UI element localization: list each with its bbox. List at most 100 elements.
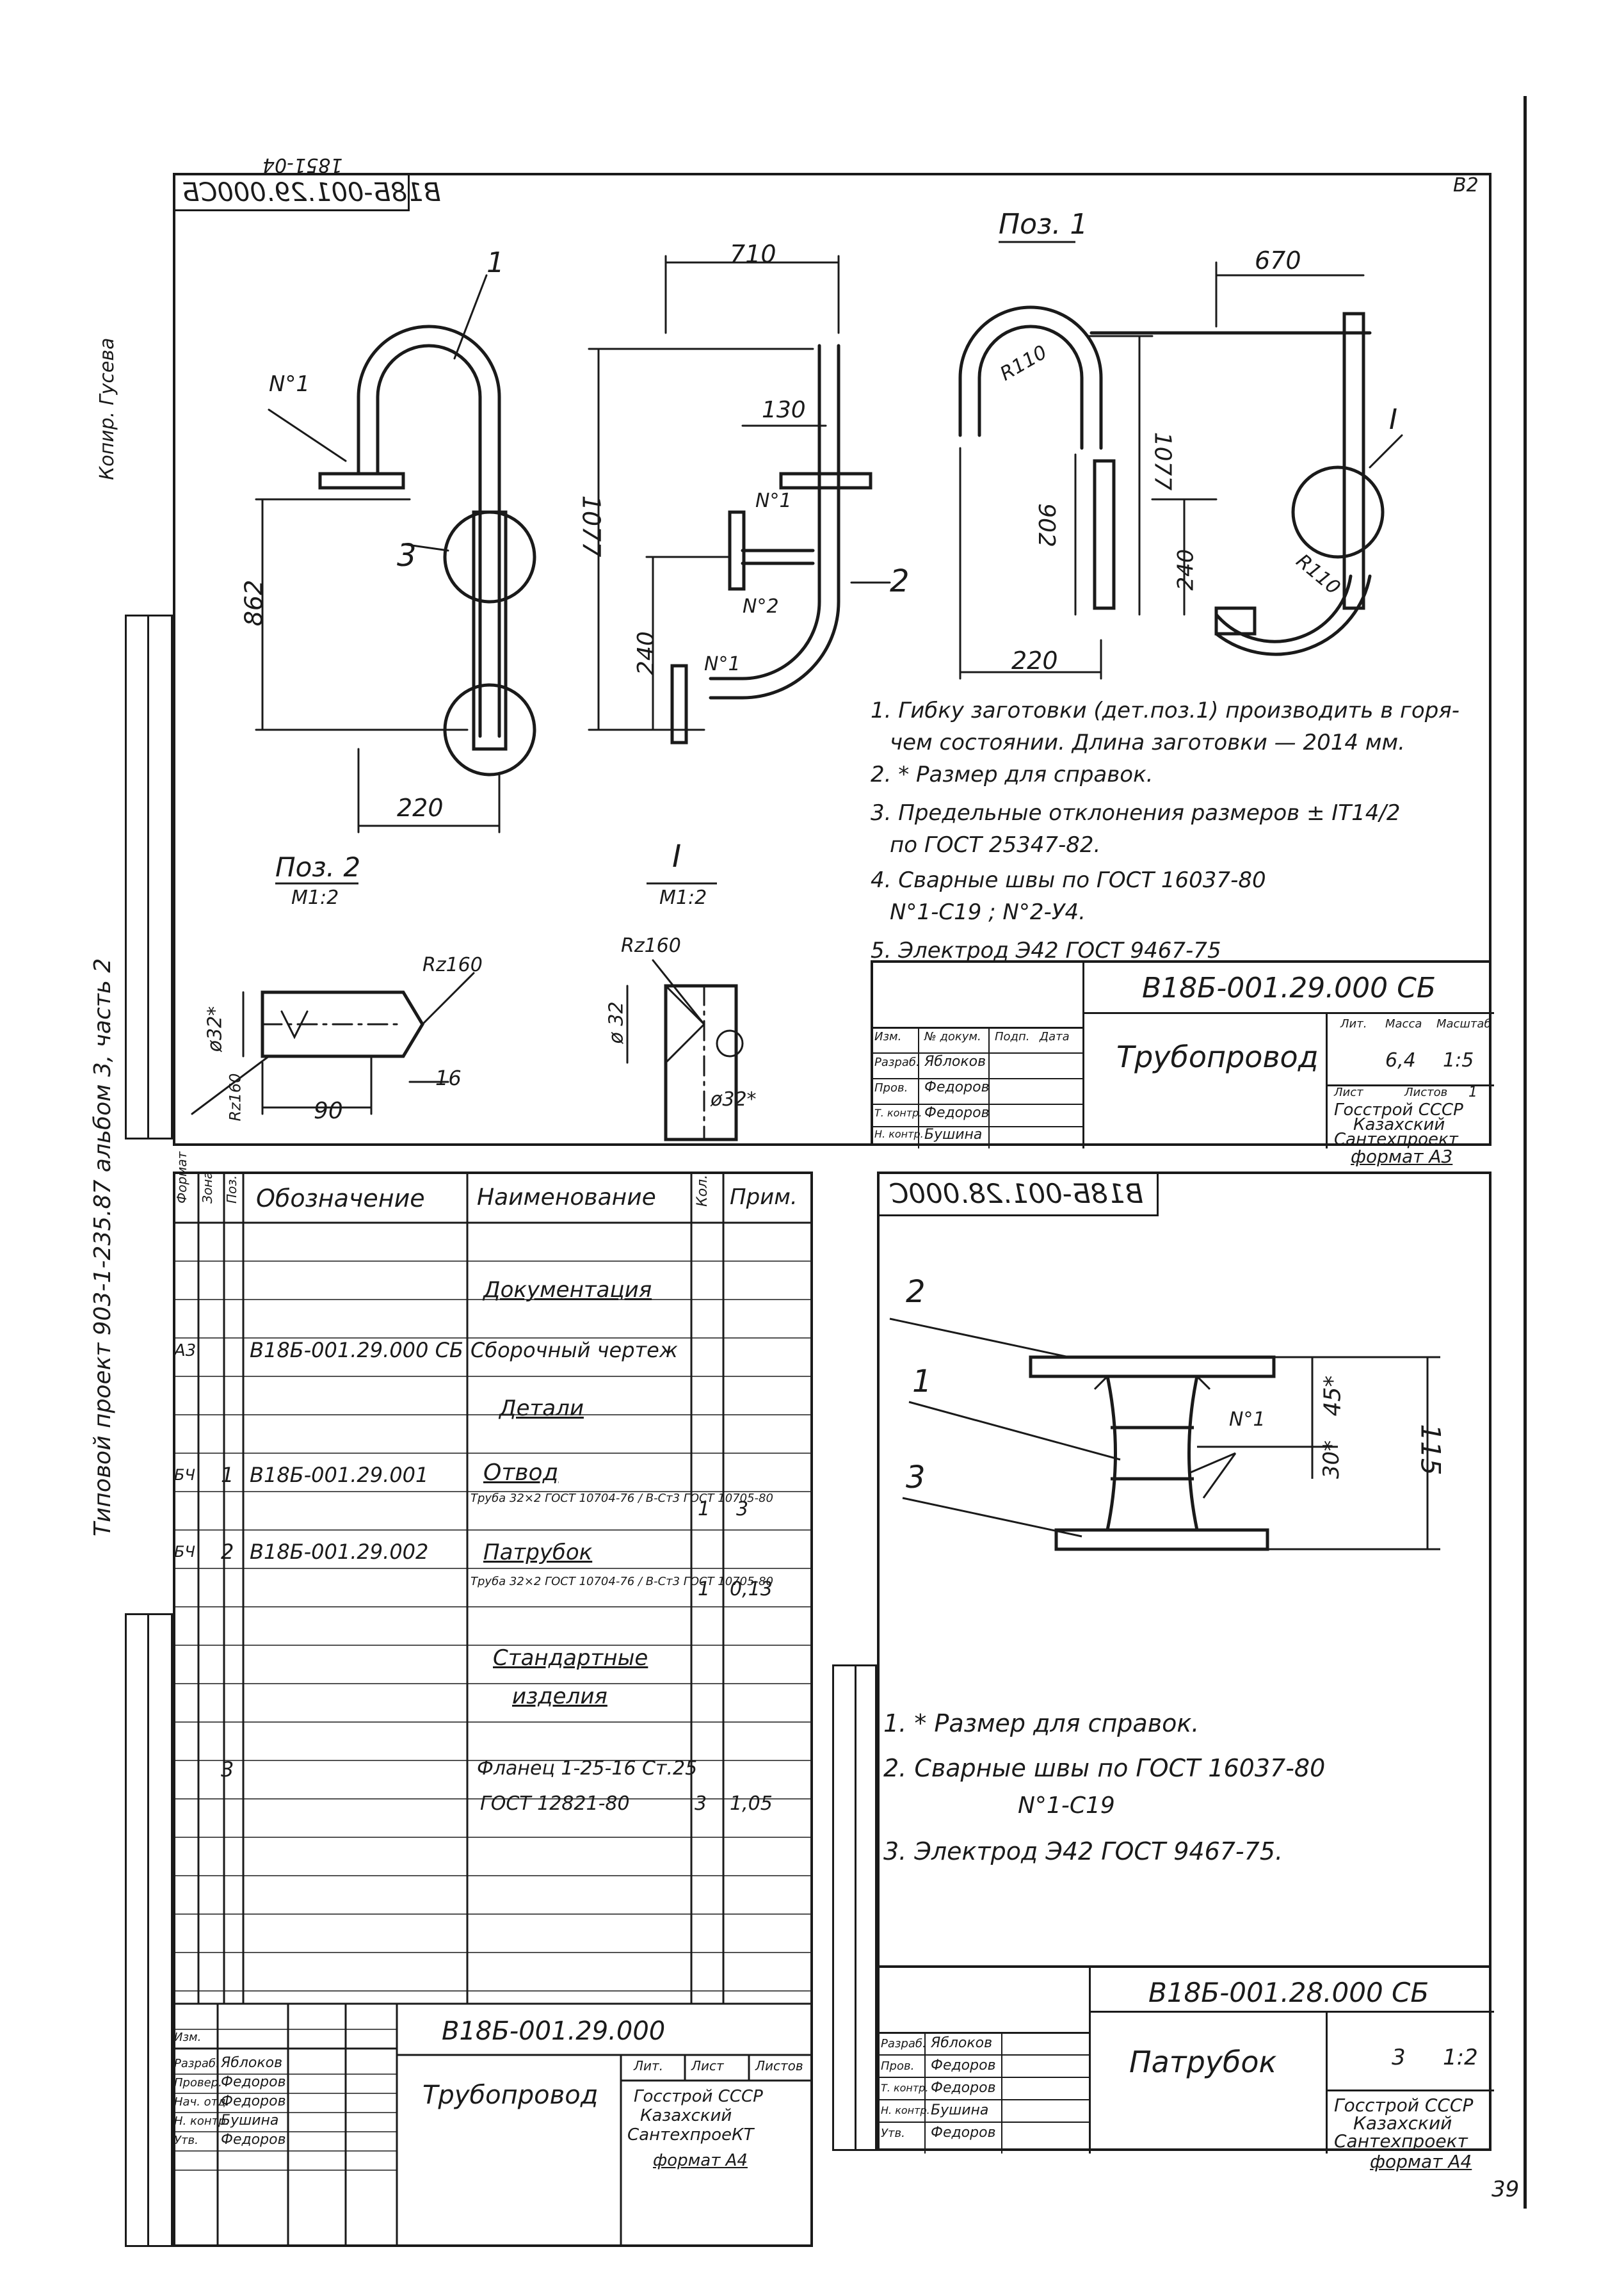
part-flange-bottom [1054,1528,1269,1551]
spec-row-5-pos: 2 [221,1540,234,1564]
dim-phi32c: ø32* [711,1088,757,1111]
top-tb-hdr-2: № докум. [924,1030,981,1043]
spec-row-5-code: В18Б-001.29.002 [250,1540,429,1564]
top-tb-role-3: Н. контр. [874,1128,924,1140]
part-tb-role-3: Н. контр. [881,2104,930,2116]
part-title-block: В18Б-001.28.000 СБ Патрубок Разраб. Пров… [877,1965,1494,2154]
top-tb-scale-label: Масштаб [1436,1017,1491,1031]
spec-row-6-note: 0,13 [730,1578,773,1600]
top-tb-role-0: Разраб. [874,1056,920,1069]
spec-row-2-name: Детали [499,1396,584,1421]
spec-row-1-fmt: А3 [174,1341,197,1360]
spec-row-10-note: 1,05 [730,1792,773,1815]
dim-rz160c: Rz160 [621,935,681,957]
top-left-margin-mid [147,615,149,1139]
top-sheet [173,173,1491,1146]
dim-220a: 220 [397,794,444,822]
spec-row-1-code: В18Б-001.29.000 СБ [250,1338,463,1362]
spec-tb-person-3: Бушина [221,2113,279,2129]
assembly-drawings [191,241,1403,1141]
part-pipe [1105,1376,1199,1531]
part-tb-person-4: Федоров [931,2125,996,2141]
spec-row-10-qty: 3 [695,1792,707,1815]
part-tb-role-2: Т. контр. [881,2082,929,2094]
label-detail-I: I [1389,403,1397,436]
spec-row-8-name: изделия [512,1684,607,1709]
part-tb-org3: Сантехпроект [1334,2130,1468,2152]
spec-hdr-zone: Зона [200,1171,215,1204]
spec-grid [173,1172,813,2247]
part-drawing [889,1317,1440,1551]
section-I-title: I [672,839,682,874]
part-note-1: 1. * Размер для справок. [883,1709,1200,1737]
dim-240b: 240 [1173,549,1199,591]
note-3b: по ГОСТ 25347-82. [890,832,1101,858]
part-dim-115: 115 [1415,1424,1447,1476]
spec-tb-lit: Лит. [634,2058,664,2074]
part-note-2b: N°1-С19 [1018,1792,1115,1819]
spec-tb-person-4: Федоров [221,2132,286,2148]
top-tb-person-3: Бушина [924,1127,983,1143]
spec-row-9-pos: 3 [221,1757,234,1782]
spec-row-3-code: В18Б-001.29.001 [250,1463,429,1487]
note-5: 5. Электрод Э42 ГОСТ 9467-75 [871,938,1221,963]
dim-rz160b: Rz160 [226,1073,245,1122]
dim-1077a: 1077 [577,495,606,558]
dim-220b: 220 [1011,647,1058,675]
spec-row-3-fmt: БЧ [174,1466,195,1484]
part-tb-role-4: Утв. [881,2127,905,2140]
top-tb-role-1: Пров. [874,1081,908,1095]
spec-tb-format: формат А4 [653,2151,748,2170]
dim-1077b: 1077 [1149,431,1176,491]
spec-row-10-name: ГОСТ 12821-80 [480,1792,630,1815]
spec-tb-person-0: Яблоков [221,2055,283,2071]
top-tb-scale: 1:5 [1443,1049,1474,1072]
spec-hdr-qty: Кол. [695,1174,711,1207]
part-notes: 1. * Размер для справок. 2. Сварные швы … [883,1709,1479,1869]
spec-tb-role-1: Разраб. [174,2057,220,2070]
dim-670: 670 [1255,246,1301,275]
part-dim-30: 30* [1319,1440,1345,1479]
assembly-notes: 1. Гибку заготовки (дет.поз.1) производи… [871,698,1479,963]
top-title-block: В18Б-001.29.000 СБ Трубопровод Изм. № до… [871,960,1494,1149]
part-label-weld: N°1 [1229,1408,1266,1431]
dim-16: 16 [435,1066,462,1090]
spec-tb-org1: Госстрой СССР [634,2087,763,2106]
dim-240a: 240 [632,631,659,675]
label-weld-n1: N°1 [269,371,310,397]
section-I-scale: М1:2 [659,887,707,909]
section-I [664,984,738,1141]
label-weld-n2: N°2 [743,595,779,618]
spec-tb-person-1: Федоров [221,2074,286,2090]
view-pos1-title: Поз. 1 [999,208,1088,241]
label-part3: 3 [397,538,417,574]
spec-tb-org2: Казахский [640,2106,732,2125]
part-dim-45: 45* [1319,1375,1346,1417]
section-pos2-scale: М1:2 [291,887,339,909]
spec-row-5-name: Патрубок [483,1540,593,1565]
dim-phi32b: ø 32 [605,1001,628,1044]
top-tb-org1: Госстрой СССР [1334,1100,1463,1120]
top-tb-hdr-3: Подп. [995,1030,1030,1043]
spec-tb-sheet: Лист [691,2058,724,2074]
spec-hdr-pos: Поз. [224,1175,239,1204]
top-tb-role-2: Т. контр. [874,1107,922,1119]
pipe-pos1 [958,305,1103,450]
sheet-corner: B2 [1453,174,1479,197]
spec-row-4-name: Труба 32×2 ГОСТ 10704-76 / В-Ст3 ГОСТ 10… [470,1492,773,1505]
flange-top-left [318,472,405,490]
top-tb-hdr-4: Дата [1040,1030,1070,1043]
part-tb-person-1: Федоров [931,2057,996,2074]
part-tb-mass: 3 [1392,2045,1406,2070]
top-tb-org2: Казахский [1353,1115,1445,1134]
spec-tb-role-2: Провер. [174,2076,222,2090]
flange-circle-1 [443,510,536,604]
top-tb-person-0: Яблоков [924,1054,986,1070]
spec-side-title: Типовой проект 903-1-235.87 альбом 3, ча… [90,958,116,1536]
top-tb-hdr-0: Изм. [874,1030,902,1043]
spec-tb-role-4: Н. контр. [174,2114,230,2128]
spec-row-3-name: Отвод [483,1460,559,1486]
dim-902: 902 [1033,503,1059,547]
spec-hdr-format: Формат [174,1151,189,1204]
part-tb-code: В18Б-001.28.000 СБ [1148,1977,1429,2008]
